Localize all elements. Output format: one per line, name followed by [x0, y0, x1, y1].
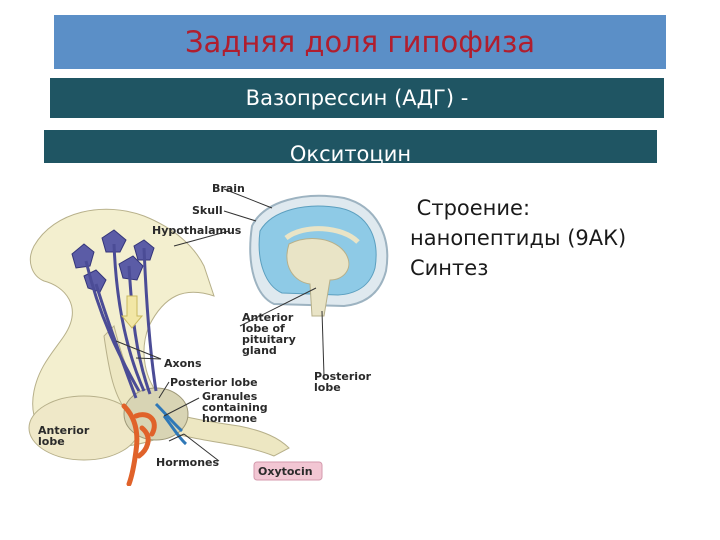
title-bar: Задняя доля гипофиза: [54, 15, 666, 69]
label-posterior-lobe-right-2: lobe: [314, 381, 341, 394]
pituitary-diagram: Brain Skull Hypothalamus Anterior lobe o…: [24, 176, 400, 486]
label-anterior-lobe-pituitary-4: gland: [242, 344, 277, 357]
body-line-synthesis: Синтез: [410, 253, 710, 283]
subtitle-line-2: Окситоцин: [44, 141, 657, 163]
label-oxytocin: Oxytocin: [258, 465, 313, 478]
body-line-nanopeptides: нанопептиды (9АК): [410, 223, 710, 253]
subtitle-bar-2: Окситоцин: [44, 130, 657, 163]
label-hypothalamus: Hypothalamus: [152, 224, 242, 237]
body-line-structure: Строение:: [410, 193, 710, 223]
label-skull: Skull: [192, 204, 223, 217]
body-text: Строение: нанопептиды (9АК) Синтез: [410, 193, 710, 283]
label-anterior-lobe-2: lobe: [38, 435, 65, 448]
subtitle-line-1: Вазопрессин (АДГ) -: [246, 86, 469, 110]
label-posterior-lobe: Posterior lobe: [170, 376, 258, 389]
subtitle-bar-1: Вазопрессин (АДГ) -: [50, 78, 664, 118]
label-granules-3: hormone: [202, 412, 257, 425]
label-hormones: Hormones: [156, 456, 219, 469]
pituitary-diagram-svg: Brain Skull Hypothalamus Anterior lobe o…: [24, 176, 400, 486]
label-axons: Axons: [164, 357, 202, 370]
label-brain: Brain: [212, 182, 245, 195]
slide-title: Задняя доля гипофиза: [185, 25, 535, 59]
